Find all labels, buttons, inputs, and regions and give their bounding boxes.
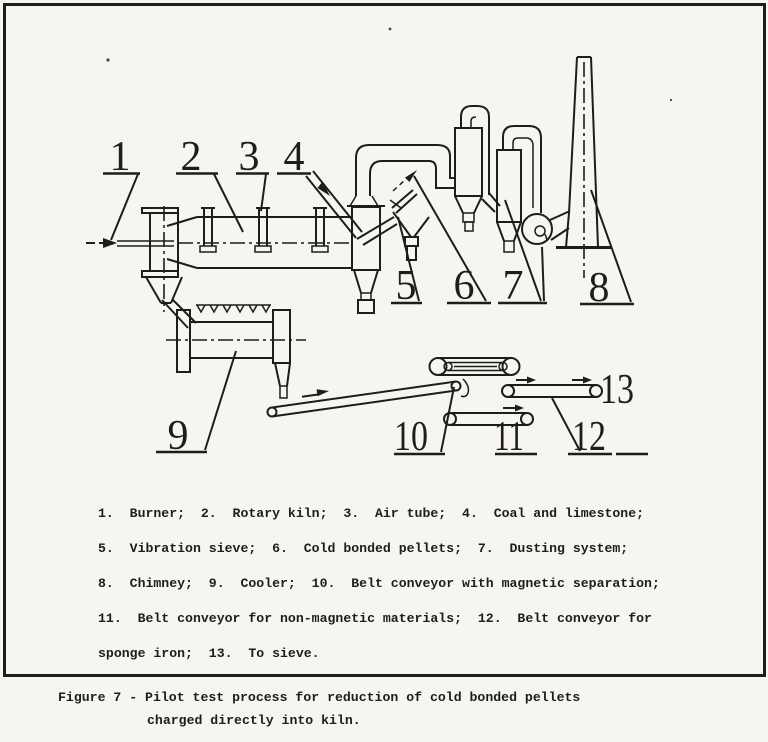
- callout-6: 6: [413, 175, 491, 309]
- figure-border: [3, 3, 766, 677]
- legend-line-5: sponge iron; 13. To sieve.: [98, 646, 320, 661]
- incline-conveyor: [266, 380, 462, 418]
- kiln-discharge-housing: [351, 206, 381, 314]
- vibration-sieve: [356, 170, 430, 261]
- pellet-feed-arrow: [405, 170, 417, 182]
- sponge-iron-conveyor: [501, 376, 603, 398]
- callout-11-number: 11: [494, 414, 524, 460]
- callout-5-number: 5: [396, 263, 417, 309]
- callout-10: 10: [394, 386, 455, 460]
- air-tube-2: [254, 207, 272, 253]
- callouts: 1 2 3 4 5: [103, 134, 648, 460]
- callout-5: 5: [391, 216, 422, 309]
- cyclone-2: [496, 125, 542, 253]
- discharge-hook: [460, 378, 470, 398]
- non-magnetic-conveyor: [443, 404, 534, 426]
- callout-3-number: 3: [239, 134, 260, 180]
- callout-9-number: 9: [168, 413, 189, 459]
- legend-line-2: 5. Vibration sieve; 6. Cold bonded pelle…: [98, 541, 629, 556]
- spray-nozzles: [196, 304, 271, 314]
- callout-1: 1: [103, 134, 140, 241]
- caption-line-2: charged directly into kiln.: [147, 713, 361, 728]
- cyclone-1: [454, 105, 501, 232]
- scan-speckles: [106, 27, 673, 102]
- callout-13: 13: [600, 367, 634, 413]
- offgas-duct: [347, 144, 455, 207]
- callout-8: 8: [580, 189, 634, 311]
- burner: [86, 238, 174, 248]
- callout-6-number: 6: [454, 263, 475, 309]
- callout-3: 3: [236, 134, 269, 212]
- air-tubes: [199, 207, 329, 253]
- callout-11: 11: [494, 414, 537, 460]
- callout-7-number: 7: [503, 263, 524, 309]
- feed-chute: [305, 170, 363, 239]
- air-tube-3: [311, 207, 329, 253]
- callout-12-number: 12: [572, 414, 606, 460]
- conveyor-direction-arrow: [316, 389, 329, 397]
- legend-line-1: 1. Burner; 2. Rotary kiln; 3. Air tube; …: [98, 506, 645, 521]
- callout-4: 4: [277, 134, 311, 180]
- callout-2: 2: [176, 134, 244, 233]
- callout-10-number: 10: [394, 414, 428, 460]
- callout-8-number: 8: [589, 265, 610, 311]
- callout-9: 9: [156, 350, 237, 459]
- cooler: [166, 304, 306, 399]
- callout-12: 12: [551, 397, 648, 460]
- magnetic-separation-conveyor: [428, 357, 521, 398]
- air-tube-1: [199, 207, 217, 253]
- callout-7: 7: [498, 199, 547, 309]
- legend-line-3: 8. Chimney; 9. Cooler; 10. Belt conveyor…: [98, 576, 660, 591]
- callout-13-number: 13: [600, 367, 634, 413]
- callout-2-number: 2: [181, 134, 202, 180]
- legend-line-4: 11. Belt conveyor for non-magnetic mater…: [98, 611, 652, 626]
- fan: [521, 210, 571, 245]
- callout-1-number: 1: [110, 134, 131, 180]
- callout-4-number: 4: [284, 134, 305, 180]
- chimney: [556, 56, 611, 278]
- feed-direction-arrow: [317, 181, 330, 196]
- caption-line-1: Figure 7 - Pilot test process for reduct…: [58, 690, 581, 705]
